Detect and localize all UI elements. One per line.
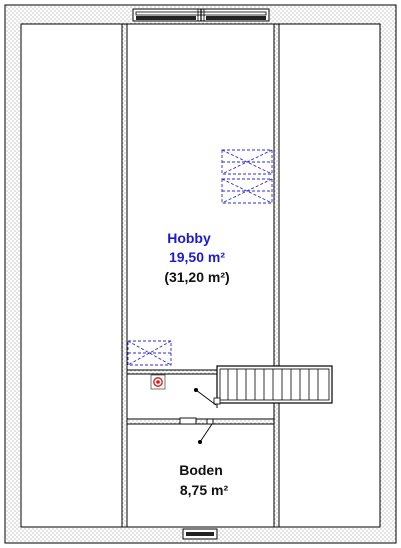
roof-window-icon-1 — [221, 149, 273, 175]
hobby-room-name: Hobby — [167, 230, 211, 246]
left-knee-wall — [121, 23, 128, 528]
right-knee-wall — [273, 23, 280, 528]
room-label-hobby: Hobby 19,50 m² (31,20 m²) — [164, 230, 229, 285]
room-label-boden: Boden 8,75 m² — [179, 462, 228, 498]
hobby-room-gross-area: (31,20 m²) — [164, 269, 229, 285]
fixture-icon — [150, 374, 166, 390]
top-window — [132, 8, 270, 22]
stair-wall-stub — [126, 369, 218, 375]
exterior-walls — [4, 4, 397, 544]
boden-room-name: Boden — [179, 462, 223, 478]
stairs-icon — [213, 365, 333, 408]
bottom-window — [182, 528, 218, 540]
door-lower — [179, 417, 214, 445]
door-upper — [193, 387, 217, 406]
hobby-room-area: 19,50 m² — [169, 249, 225, 265]
interior-walls — [121, 23, 280, 528]
hobby-boden-wall — [126, 418, 275, 425]
roof-window-icon-2 — [221, 178, 273, 204]
boden-room-area: 8,75 m² — [180, 482, 229, 498]
roof-window-icon-3 — [127, 340, 172, 366]
